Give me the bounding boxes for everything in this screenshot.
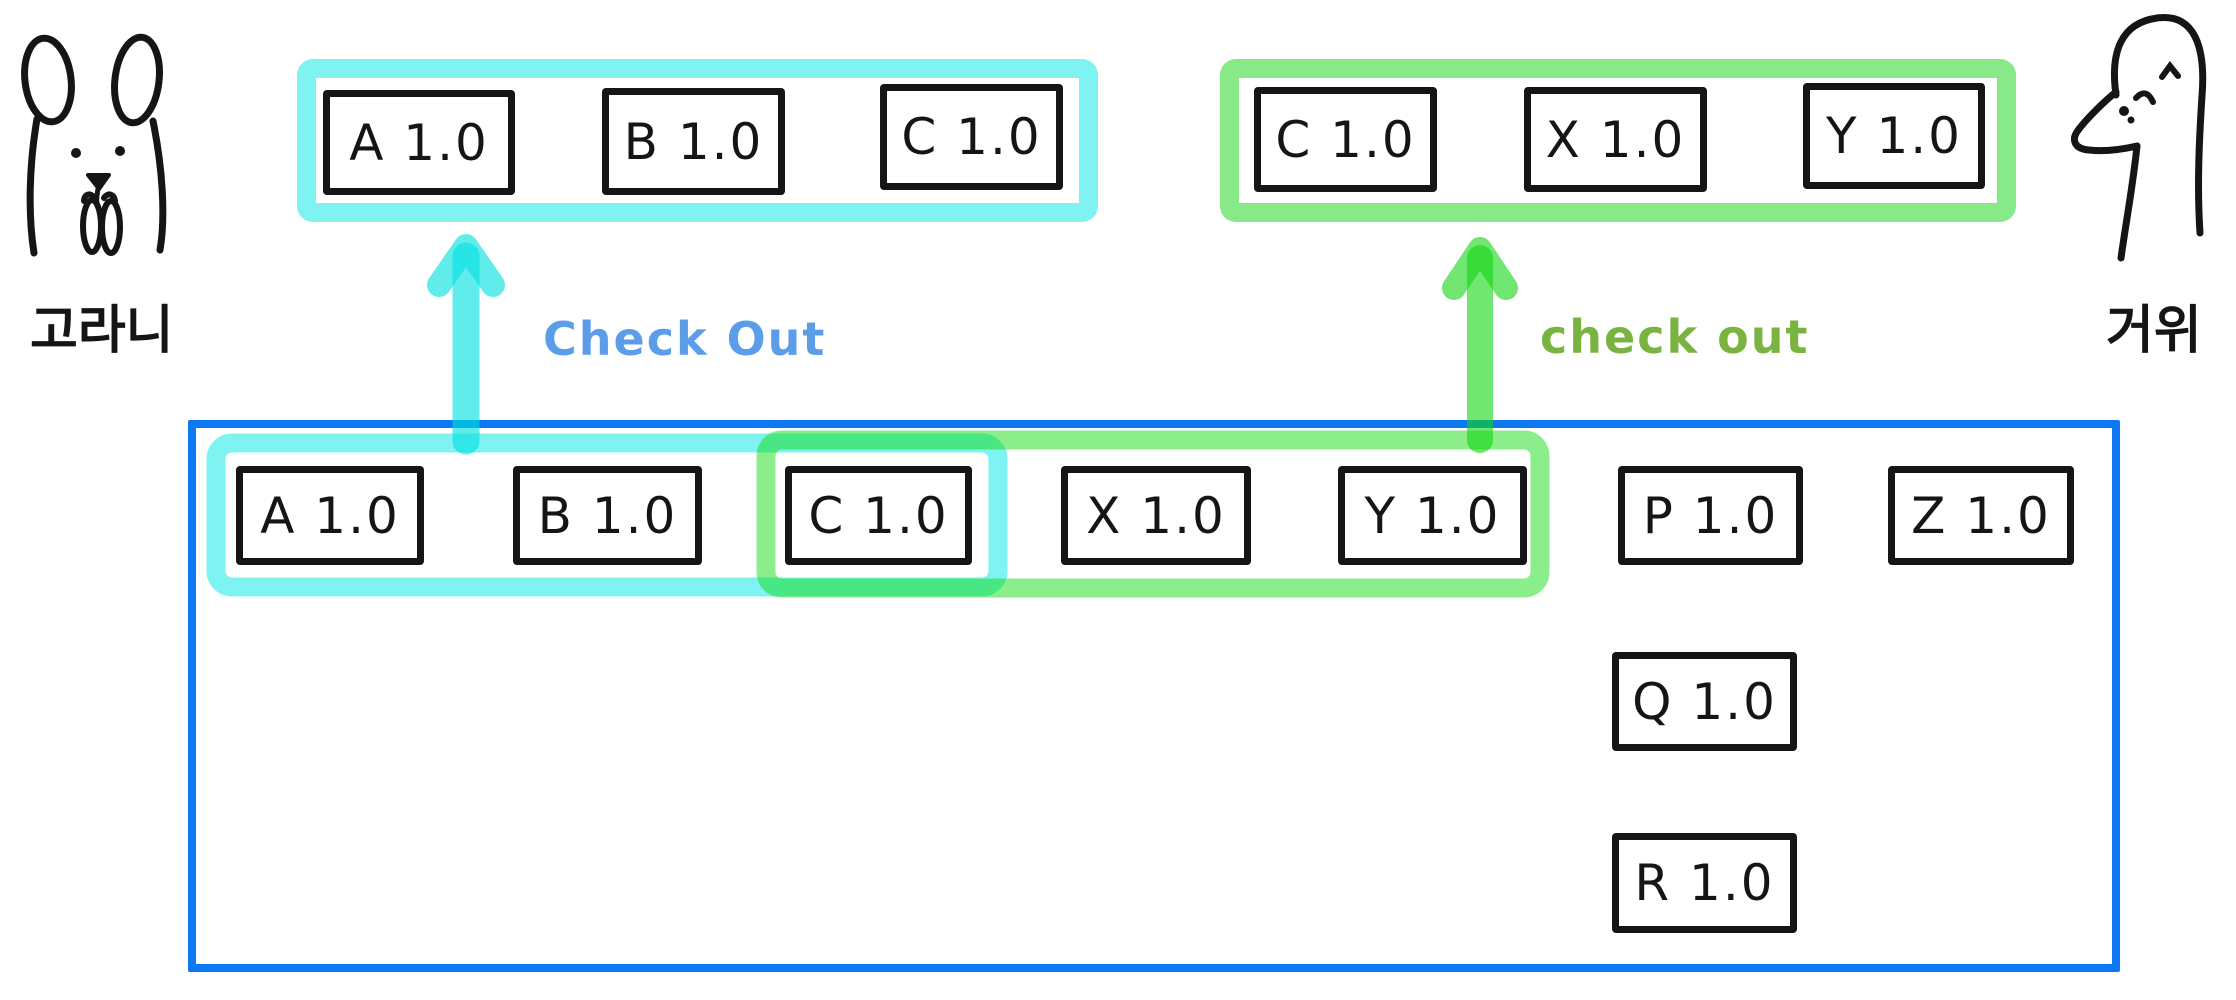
package-box: B 1.0: [602, 88, 785, 195]
checkout-arrow-right-icon: [1442, 237, 1518, 453]
package-box: Y 1.0: [1338, 466, 1527, 565]
package-box: A 1.0: [236, 466, 424, 565]
checkout-label-left: Check Out: [543, 312, 827, 366]
package-box: R 1.0: [1612, 833, 1797, 933]
package-box: X 1.0: [1061, 466, 1251, 565]
package-box: P 1.0: [1618, 466, 1803, 565]
package-box: B 1.0: [513, 466, 702, 565]
package-box: X 1.0: [1524, 87, 1707, 192]
checkout-label-right: check out: [1540, 310, 1810, 364]
water-deer-drawing: [21, 33, 167, 257]
package-box: Y 1.0: [1803, 83, 1985, 189]
workspace-left-box: [297, 59, 1098, 222]
package-box: A 1.0: [323, 90, 515, 195]
package-box: C 1.0: [880, 84, 1063, 190]
package-box: Z 1.0: [1888, 466, 2074, 565]
workspace-right-box: [1220, 59, 2016, 222]
package-box: Q 1.0: [1612, 652, 1797, 751]
goose-drawing: [2071, 14, 2207, 262]
checkout-arrow-left-icon: [427, 234, 505, 455]
left-character-name: 고라니: [30, 301, 174, 361]
package-box: C 1.0: [1254, 87, 1437, 192]
package-box: C 1.0: [785, 466, 972, 565]
right-character-name: 거위: [2106, 301, 2202, 361]
